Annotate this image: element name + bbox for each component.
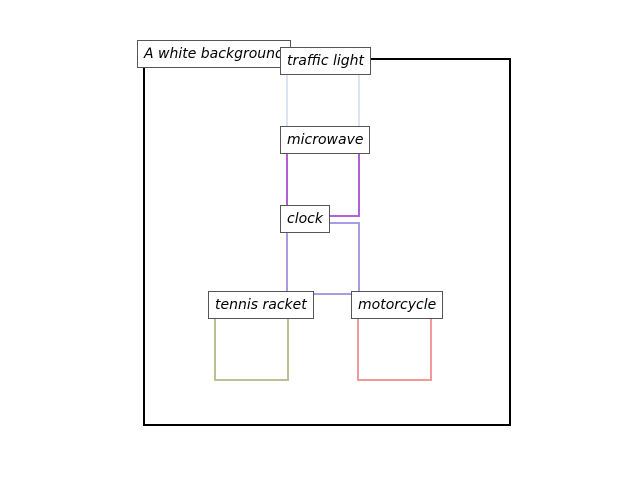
canvas-frame: [143, 58, 511, 426]
tennis-racket-label: tennis racket: [208, 291, 314, 319]
canvas-caption: A white background: [137, 40, 291, 68]
traffic-light-label: traffic light: [280, 47, 371, 75]
tennis-racket-box: [214, 308, 289, 381]
motorcycle-box: [357, 308, 432, 381]
clock-label: clock: [280, 205, 330, 233]
microwave-label: microwave: [280, 126, 371, 154]
clock-box: [286, 222, 360, 295]
motorcycle-label: motorcycle: [351, 291, 444, 319]
